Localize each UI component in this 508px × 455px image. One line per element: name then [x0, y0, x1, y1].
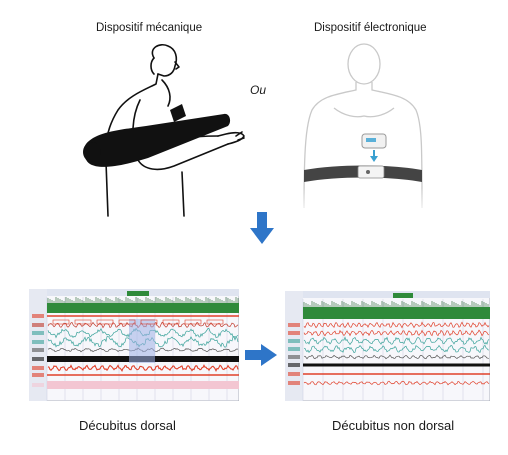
- channel-label-mark: [288, 347, 300, 351]
- electronic-device-illustration: [298, 38, 428, 218]
- channel-label-mark: [288, 323, 300, 327]
- signal-trace: [303, 336, 490, 346]
- signal-trace: [47, 364, 239, 373]
- down-arrow-icon: [250, 212, 274, 246]
- channel-label-mark: [32, 314, 44, 318]
- channel-label-mark: [32, 383, 44, 387]
- channel-label-mark: [288, 355, 300, 359]
- channel-label-mark: [32, 348, 44, 352]
- mechanical-device-label: Dispositif mécanique: [96, 22, 203, 34]
- event-annotation-box: [206, 319, 224, 325]
- highlighted-event-region: [129, 319, 155, 363]
- signal-trace: [303, 344, 490, 354]
- event-annotation-box: [162, 319, 180, 325]
- channel-label-mark: [32, 366, 44, 370]
- event-annotation-box: [74, 319, 92, 325]
- signal-trace: [303, 321, 490, 329]
- mechanical-device-illustration: [78, 40, 248, 218]
- event-annotation-box: [140, 319, 158, 325]
- channel-label-mark: [288, 381, 300, 385]
- signal-trace: [303, 380, 490, 386]
- signal-bar: [47, 381, 239, 389]
- toolbar-selection-mark: [393, 293, 413, 298]
- signal-trace: [303, 354, 490, 360]
- non-dorsal-recording-panel: [285, 291, 490, 401]
- signal-trace: [303, 329, 490, 337]
- channel-label-mark: [288, 339, 300, 343]
- right-arrow-icon: [245, 344, 277, 366]
- event-annotation-box: [118, 319, 136, 325]
- event-annotation-box: [184, 319, 202, 325]
- signal-bar: [303, 363, 490, 367]
- channel-label-mark: [288, 331, 300, 335]
- electronic-device-label: Dispositif électronique: [314, 22, 427, 34]
- recording-toolbar: [285, 291, 490, 298]
- channel-label-mark: [32, 357, 44, 361]
- channel-label-mark: [32, 323, 44, 327]
- non-dorsal-caption: Décubitus non dorsal: [332, 418, 455, 433]
- or-label: Ou: [250, 83, 267, 97]
- green-signal-band: [47, 303, 239, 313]
- event-annotation-box: [96, 319, 114, 325]
- event-annotation-box: [52, 319, 70, 325]
- dorsal-caption: Décubitus dorsal: [79, 418, 176, 433]
- toolbar-selection-mark: [127, 291, 149, 296]
- channel-label-mark: [32, 331, 44, 335]
- channel-label-mark: [32, 340, 44, 344]
- channel-label-mark: [32, 373, 44, 377]
- channel-label-mark: [288, 372, 300, 376]
- channel-label-mark: [288, 363, 300, 367]
- dorsal-recording-panel: [29, 289, 239, 401]
- green-signal-band: [303, 307, 490, 319]
